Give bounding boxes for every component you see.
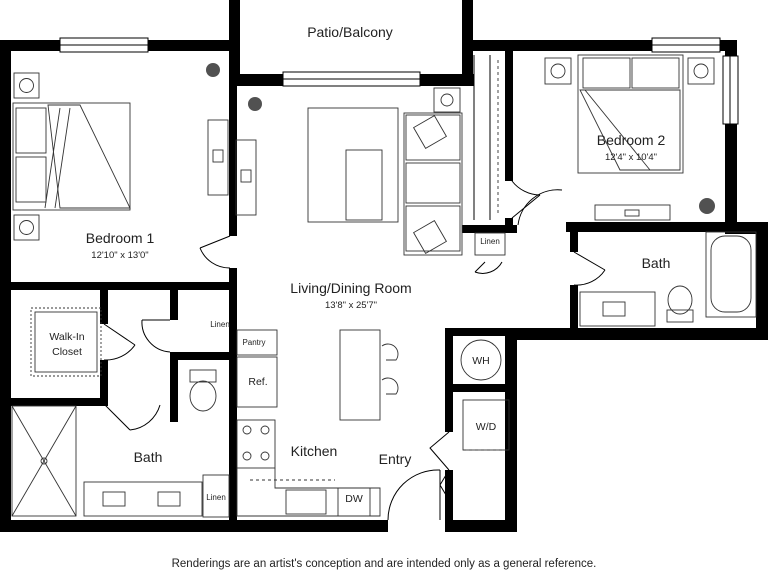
bath2-label: Bath: [642, 255, 671, 271]
living-label: Living/Dining Room: [290, 280, 411, 296]
refrigerator-label: Ref.: [248, 376, 267, 388]
linen-bed2-label: Linen: [480, 237, 500, 246]
linen-bath-label: Linen: [206, 493, 226, 502]
furniture: [11, 54, 757, 518]
water-heater: [460, 339, 502, 381]
closet-label-line1: Walk-In: [49, 331, 84, 343]
linen-closet-label: Linen: [210, 320, 230, 329]
washer-dryer: [462, 399, 510, 451]
bed-2: [577, 54, 684, 174]
patio-label: Patio/Balcony: [307, 24, 393, 40]
bedroom2-label: Bedroom 2: [597, 132, 666, 148]
walls: [0, 0, 768, 532]
bathtub: [705, 231, 757, 318]
pantry-label: Pantry: [242, 338, 265, 347]
dishwasher-label: DW: [345, 493, 363, 505]
entry-label: Entry: [379, 451, 412, 467]
disclaimer-text: Renderings are an artist's conception an…: [171, 558, 597, 570]
bed-1: [12, 102, 131, 211]
shower: [11, 405, 77, 517]
rug: [307, 107, 399, 223]
sofa: [403, 112, 463, 256]
bedroom2-dims: 12'4" x 10'4": [605, 152, 657, 163]
doors: [103, 55, 606, 521]
water-heater-label: WH: [472, 355, 490, 367]
kitchen-label: Kitchen: [291, 443, 338, 459]
bedroom1-dims: 12'10" x 13'0": [91, 250, 148, 261]
windows: [59, 37, 739, 125]
bath1-label: Bath: [134, 449, 163, 465]
living-dims: 13'8" x 25'7": [325, 300, 377, 311]
lamp-icon: [13, 72, 40, 99]
closet-label-line2: Closet: [52, 346, 82, 358]
bedroom1-label: Bedroom 1: [86, 230, 155, 246]
dining-island: [339, 329, 381, 421]
plant-icon: [206, 63, 715, 214]
lamp-icon: [13, 214, 40, 241]
washer-dryer-label: W/D: [476, 421, 497, 433]
